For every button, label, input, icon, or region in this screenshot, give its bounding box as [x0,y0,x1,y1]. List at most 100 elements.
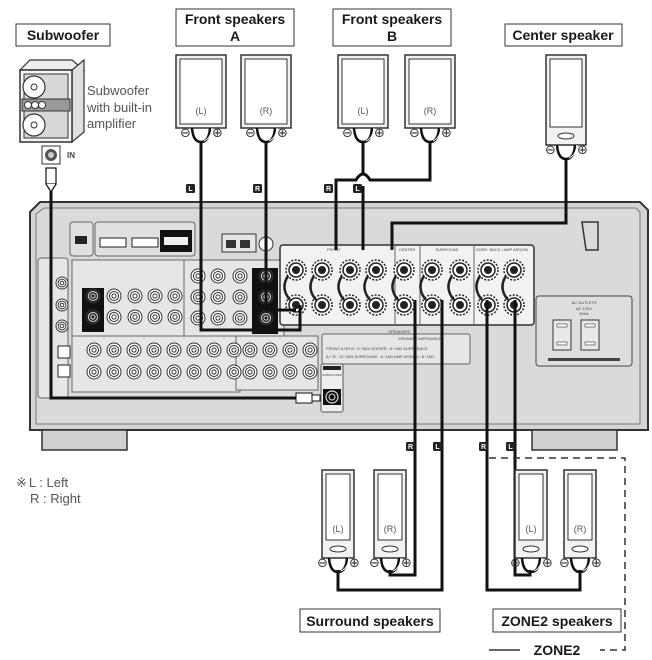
rca-jack [302,342,318,358]
cable-holder-icon [581,221,599,251]
rca-jack [210,289,226,305]
speaker-wire-loop [569,557,591,574]
terminal-group-surr-back: SURR. BACK / AMP ASSIGN [476,247,528,252]
rca-jack [302,364,318,380]
speakers: (L)⊖⊕(R)⊖⊕(L)⊖⊕(R)⊖⊕⊖⊕(L)⊖⊕(R)⊖⊕(L)⊖⊕(R)… [175,54,602,574]
rca-jack [226,364,242,380]
plus-terminal-icon: ⊕ [277,126,288,141]
rca-jack [166,364,182,380]
right-channel-badge: R [324,184,333,193]
rca-jack [206,342,222,358]
minus-terminal-icon: ⊖ [245,126,256,141]
label-front-speakers-b: Front speakers B [332,8,452,47]
speaker-wire-loop [190,127,212,144]
binding-post [365,259,387,281]
minus-terminal-icon: ⊖ [510,556,521,571]
binding-post [339,259,361,281]
terminal-group-surround: SURROUND [435,247,458,252]
rca-jack [55,276,69,290]
left-channel-badge: L [353,184,362,193]
speaker-wire-loop [555,144,577,161]
rca-jack [262,364,278,380]
subwoofer-unit: IN [18,58,86,194]
speaker-channel-label: (R) [384,524,397,534]
rca-jack [232,310,248,326]
rca-jack [258,310,274,326]
zone2-label: ZONE2 [534,642,581,658]
label-surround-speakers: Surround speakers [299,608,441,633]
rca-jack [190,268,206,284]
rca-jack [86,342,102,358]
terminal-wire [391,275,399,301]
rca-jack [167,288,183,304]
surround-right-speaker: (R) ⊖ ⊕ [369,469,412,574]
plus-terminal-icon: ⊕ [349,556,360,571]
svg-text:A: A [230,28,240,44]
rca-jack [262,342,278,358]
svg-text:L: L [508,444,513,451]
subwoofer-desc-2: with built-in [86,100,152,115]
binding-post [365,294,387,316]
front-a-left-cable [199,142,302,332]
subwoofer-desc-1: Subwoofer [87,83,150,98]
terminal-group-center: CENTER [399,247,416,252]
svg-text:B: B [387,28,397,44]
rca-jack [242,342,258,358]
rca-jack [186,364,202,380]
receiver-foot-right [531,429,618,451]
legend: ※L : Left R : Right [16,475,81,506]
label-center-speaker: Center speaker [504,23,623,47]
speaker-channel-label: (L) [526,524,537,534]
minus-terminal-icon: ⊖ [369,556,380,571]
minus-terminal-icon: ⊖ [409,126,420,141]
rca-jack [226,342,242,358]
svg-text:R: R [255,186,260,193]
binding-post [393,259,415,281]
terminal-wire [363,275,371,301]
speaker-wire-loop [379,557,401,574]
minus-terminal-icon: ⊖ [342,126,353,141]
rca-jack [210,310,226,326]
rca-jack [146,364,162,380]
speaker-wire-loop [352,127,374,144]
plus-terminal-icon: ⊕ [441,126,452,141]
rca-jack [147,309,163,325]
binding-post [503,259,525,281]
binding-post [421,259,443,281]
rca-jack [232,268,248,284]
rca-jack [282,342,298,358]
rca-jack-grid [55,268,318,380]
rca-jack [282,364,298,380]
minus-terminal-icon: ⊖ [180,126,191,141]
rca-jack [190,289,206,305]
front-a-left-speaker: (L)⊖⊕ [175,54,227,144]
plus-terminal-icon: ⊕ [401,556,412,571]
svg-text:R: R [481,444,486,451]
legend-right: R : Right [30,491,81,506]
binding-post [285,259,307,281]
rca-jack [166,342,182,358]
rca-jack [106,309,122,325]
impedance-title: SPEAKER IMPEDANCE [398,336,442,341]
rca-jack [210,268,226,284]
rca-jack [186,342,202,358]
svg-text:AC OUTLETS: AC OUTLETS [571,300,596,305]
rca-plug [295,392,321,404]
speaker-terminals [283,259,525,316]
right-channel-badge: R [406,442,415,451]
rca-jack [55,319,69,333]
svg-text:60Hz: 60Hz [579,311,588,316]
svg-text:L: L [355,186,360,193]
binding-post [449,259,471,281]
svg-text:Front speakers: Front speakers [342,11,443,27]
speaker-channel-label: (R) [424,106,437,116]
svg-text:SUBWOOFER: SUBWOOFER [322,373,343,377]
center-cable [390,158,568,250]
label-front-speakers-a: Front speakers A [175,8,295,47]
speaker-channel-label: (R) [260,106,273,116]
speaker-channel-label: (L) [358,106,369,116]
label-zone2-speakers: ZONE2 speakers [492,608,622,633]
svg-text:Subwoofer: Subwoofer [27,27,100,43]
